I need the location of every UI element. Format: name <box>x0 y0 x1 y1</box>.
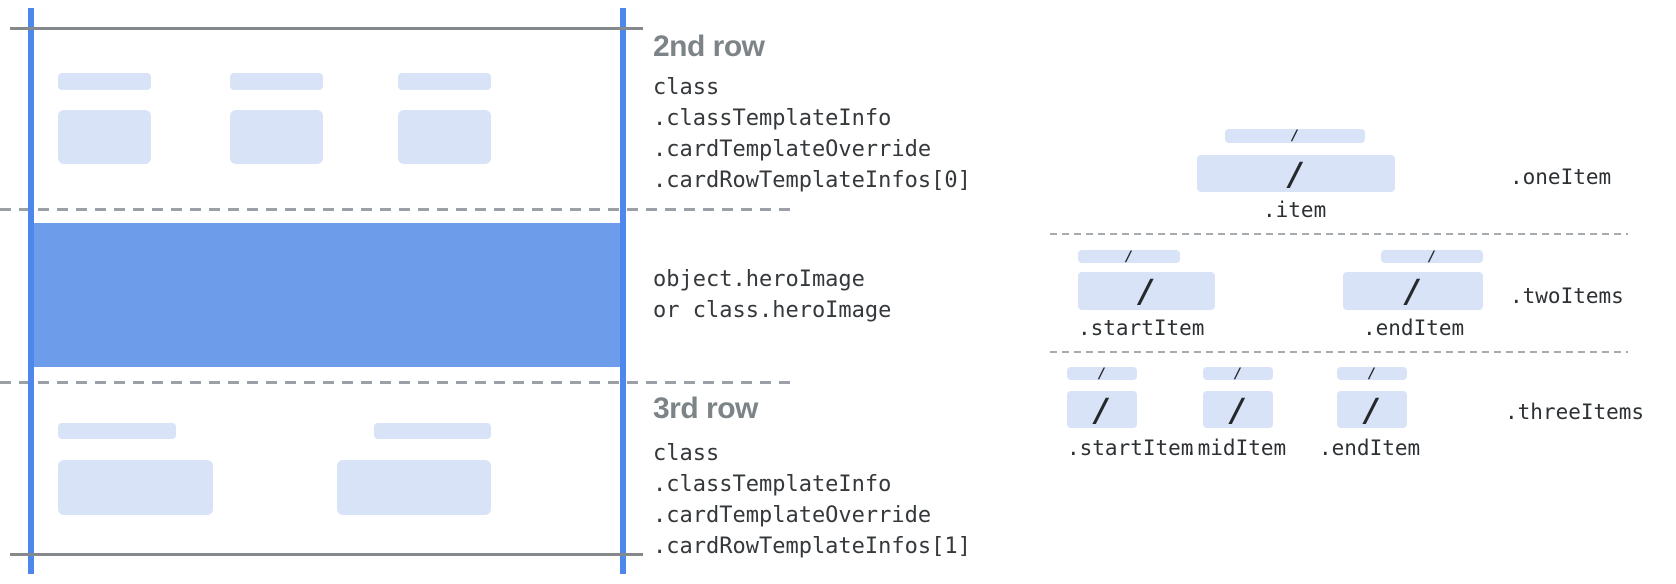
two-items-start-label-bar: / <box>1078 248 1180 265</box>
second-row-col3-value-block <box>398 110 491 164</box>
code-line: .cardTemplateOverride <box>653 137 932 162</box>
code-line: .classTemplateInfo <box>653 106 892 131</box>
third-row-col1-label-bar <box>58 423 176 439</box>
slash-glyph: / <box>1228 390 1248 429</box>
two-items-end-value-bar: / <box>1343 272 1483 310</box>
three-items-start-label-bar: / <box>1067 365 1137 382</box>
third-row-col1-value-block <box>58 460 213 515</box>
code-line: or class.heroImage <box>653 298 892 323</box>
code-line: .classTemplateInfo <box>653 472 892 497</box>
hero-image-code-block: object.heroImage or class.heroImage <box>653 264 891 326</box>
two-items-start-field-label: .startItem <box>1078 316 1205 340</box>
two-items-row-label: .twoItems <box>1510 284 1624 308</box>
second-row-col1-value-block <box>58 110 151 164</box>
three-items-mid-label-bar: / <box>1203 365 1273 382</box>
slash-glyph: / <box>1367 365 1377 382</box>
code-line: .cardTemplateOverride <box>653 503 932 528</box>
card-right-edge-guide-line <box>620 8 626 574</box>
two-items-start-value-bar: / <box>1078 272 1215 310</box>
third-row-heading: 3rd row <box>653 392 758 425</box>
third-row-col2-value-block <box>337 460 491 515</box>
three-items-end-field-label: .endItem <box>1319 436 1421 460</box>
slash-glyph: / <box>1286 154 1306 193</box>
three-items-mid-value-bar: / <box>1203 391 1273 428</box>
items-divider-dashed-line-top <box>1050 233 1628 235</box>
card-top-guide-line <box>10 27 643 30</box>
second-row-col1-label-bar <box>58 73 151 90</box>
card-bottom-guide-line <box>10 553 643 556</box>
code-line: class <box>653 75 720 100</box>
row-divider-dashed-line-bottom <box>0 381 798 384</box>
slash-glyph: / <box>1097 365 1107 382</box>
one-item-value-bar: / <box>1197 155 1395 192</box>
second-row-col2-value-block <box>230 110 323 164</box>
second-row-heading: 2nd row <box>653 30 765 63</box>
second-row-code-block: class .classTemplateInfo .cardTemplateOv… <box>653 72 971 196</box>
three-items-row-label: .threeItems <box>1505 400 1645 424</box>
slash-glyph: / <box>1124 248 1134 265</box>
three-items-end-value-bar: / <box>1337 391 1407 428</box>
slash-glyph: / <box>1362 390 1382 429</box>
three-items-start-field-label: .startItem <box>1067 436 1194 460</box>
code-line: .cardRowTemplateInfos[1] <box>653 534 971 559</box>
one-item-label-bar: / <box>1225 129 1365 143</box>
slash-glyph: / <box>1427 248 1437 265</box>
code-line: .cardRowTemplateInfos[0] <box>653 168 971 193</box>
second-row-col2-label-bar <box>230 73 323 90</box>
slash-glyph: / <box>1136 272 1157 310</box>
two-items-end-field-label: .endItem <box>1363 316 1465 340</box>
hero-image-band <box>31 223 621 367</box>
third-row-code-block: class .classTemplateInfo .cardTemplateOv… <box>653 438 971 562</box>
three-items-end-label-bar: / <box>1337 365 1407 382</box>
second-row-col3-label-bar <box>398 73 491 90</box>
slash-glyph: / <box>1092 390 1112 429</box>
slash-glyph: / <box>1233 365 1243 382</box>
code-line: object.heroImage <box>653 267 865 292</box>
two-items-end-label-bar: / <box>1381 248 1483 265</box>
three-items-mid-field-label: .midItem <box>1185 436 1287 460</box>
three-items-start-value-bar: / <box>1067 391 1137 428</box>
items-divider-dashed-line-bottom <box>1050 351 1628 353</box>
slash-glyph: / <box>1403 272 1423 310</box>
code-line: class <box>653 441 720 466</box>
third-row-col2-label-bar <box>374 423 491 439</box>
slash-glyph: / <box>1290 128 1300 144</box>
one-item-row-label: .oneItem <box>1510 165 1612 189</box>
item-field-label: .item <box>1263 198 1327 222</box>
card-left-edge-guide-line <box>28 8 34 574</box>
row-divider-dashed-line-top <box>0 208 798 211</box>
